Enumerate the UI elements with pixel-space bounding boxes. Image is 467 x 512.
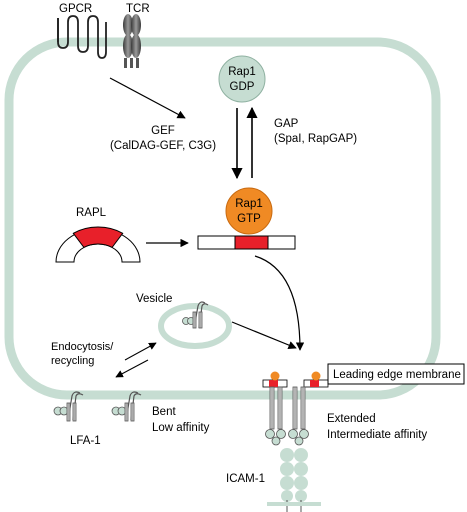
tcr-receptor-icon [123,14,141,68]
rap1-gtp-label: Rap1 [235,198,263,210]
rapl-label: RAPL [76,207,107,219]
target-cell-membrane [267,502,321,506]
arrow-to-leading-edge [254,255,305,351]
leading-edge-complex-left [262,371,288,446]
extended-label: Extended [327,413,376,425]
bent-lfa1-right-icon [111,391,142,422]
rapl-arc-icon [55,226,141,263]
gef-examples-label: (CalDAG-GEF, C3G) [110,140,216,152]
vesicle [158,303,232,349]
rap1-gdp-state-label: GDP [230,81,255,93]
recycling-label: recycling [51,355,94,367]
vesicle-label: Vesicle [136,293,172,305]
leading-edge-label-box [327,363,465,385]
gpcr-receptor-icon [57,15,107,59]
gap-label: GAP [274,118,299,130]
leading-edge-complex-right [288,371,329,446]
icam1-label: ICAM-1 [226,473,265,485]
leading-edge-label: Leading edge membrane [333,369,461,381]
arrow-vesicle-to-edge [231,321,297,350]
endocytosis-label: Endocytosis/ [51,341,114,353]
vesicle-lfa1-icon [182,301,209,329]
arrow-recycle-up [124,342,157,361]
cell-membrane [4,37,441,400]
gpcr-label: GPCR [59,3,92,15]
icam1-right-chain [294,448,308,512]
rap1-gtp-node [225,187,273,235]
arrow-receptor-to-gef [109,77,186,119]
lfa1-label: LFA-1 [70,435,101,447]
rap1-gdp-node [218,55,266,103]
rap1-gdp-label: Rap1 [228,66,256,78]
icam1-left-chain [280,448,294,512]
gap-examples-label: (SpaI, RapGAP) [274,133,357,145]
rapl-bound-bar [197,235,296,250]
tcr-label: TCR [126,3,150,15]
intermediate-affinity-label: Intermediate affinity [327,429,427,441]
rap1-gtp-state-label: GTP [237,213,261,225]
arrow-recycle-down [115,359,149,378]
gef-label: GEF [151,125,175,137]
low-affinity-label: Low affinity [152,422,210,434]
bent-label: Bent [152,406,176,418]
bent-lfa1-left-icon [53,391,84,422]
